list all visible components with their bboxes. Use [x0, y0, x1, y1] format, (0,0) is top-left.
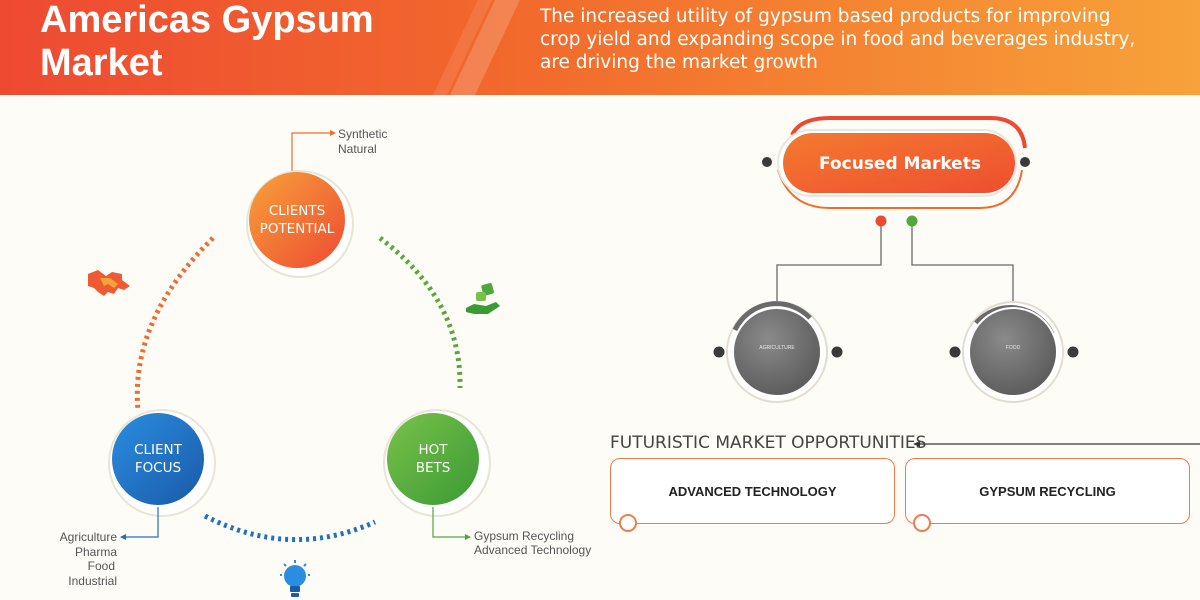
- focused-markets-node: Focused Markets: [762, 116, 1030, 209]
- header-background: [0, 0, 1200, 95]
- lightbulb-icon: [280, 560, 310, 597]
- hot-bets-item-advanced-technology: Advanced Technology: [474, 543, 591, 557]
- clients-potential-label-line-2: POTENTIAL: [260, 221, 335, 237]
- clients-potential-node: Synthetic Natural CLIENTS POTENTIAL: [246, 127, 387, 278]
- clients-potential-item-synthetic: Synthetic: [338, 127, 387, 141]
- connector-line-food: [911, 226, 1014, 306]
- connector-arc-bottom: [203, 513, 377, 543]
- page-title-line-1: Americas Gypsum: [40, 0, 374, 41]
- connector-arc-left: [134, 236, 215, 411]
- focused-markets-title: Focused Markets: [819, 154, 981, 174]
- market-food: FOOD: [949, 301, 1079, 403]
- hot-bets-item-gypsum-recycling: Gypsum Recycling: [474, 529, 574, 543]
- client-focus-label-line-1: CLIENT: [134, 442, 183, 458]
- client-focus-item-pharma: Pharma: [75, 545, 117, 559]
- opportunities-title: FUTURISTIC MARKET OPPORTUNITIES: [610, 433, 927, 453]
- money-hand-icon: [466, 283, 500, 314]
- client-focus-label-line-2: FOCUS: [135, 460, 181, 476]
- opportunity-gypsum-recycling: GYPSUM RECYCLING: [905, 458, 1190, 524]
- clients-potential-item-natural: Natural: [338, 142, 377, 156]
- market-agriculture: AGRICULTURE: [713, 301, 843, 403]
- connector-dot-green: [906, 215, 918, 227]
- opportunities-arrow-head: [913, 441, 920, 447]
- hot-bets-node: HOT BETS Gypsum Recycling Advanced Techn…: [383, 409, 591, 557]
- opportunity-advanced-technology: ADVANCED TECHNOLOGY: [610, 458, 895, 524]
- subtitle-line-1: The increased utility of gypsum based pr…: [540, 6, 1111, 27]
- market-agriculture-label: AGRICULTURE: [759, 345, 795, 351]
- hot-bets-label-line-2: BETS: [416, 460, 451, 476]
- opportunity-gypsum-recycling-marker: [913, 514, 931, 532]
- subtitle-line-2: crop yield and expanding scope in food a…: [540, 29, 1136, 50]
- client-focus-node: CLIENT FOCUS Agriculture Pharma Food Ind…: [60, 409, 216, 588]
- header-banner: Americas Gypsum Market The increased uti…: [0, 0, 1200, 95]
- handshake-icon: [88, 270, 130, 296]
- connector-arc-right: [378, 236, 463, 389]
- client-focus-item-industrial: Industrial: [68, 574, 117, 588]
- market-food-label: FOOD: [1006, 345, 1021, 351]
- clients-potential-label-line-1: CLIENTS: [269, 203, 325, 219]
- subtitle-line-3: are driving the market growth: [540, 52, 818, 73]
- client-focus-item-agriculture: Agriculture: [60, 530, 118, 544]
- connector-dot-red: [875, 215, 887, 227]
- hot-bets-label-line-1: HOT: [418, 442, 448, 458]
- opportunity-gypsum-recycling-label: GYPSUM RECYCLING: [979, 483, 1116, 499]
- client-focus-item-food: Food: [88, 559, 115, 573]
- opportunity-advanced-technology-marker: [619, 514, 637, 532]
- opportunity-advanced-technology-label: ADVANCED TECHNOLOGY: [668, 483, 837, 499]
- connector-line-agriculture: [776, 226, 882, 306]
- page-title-line-2: Market: [40, 42, 163, 84]
